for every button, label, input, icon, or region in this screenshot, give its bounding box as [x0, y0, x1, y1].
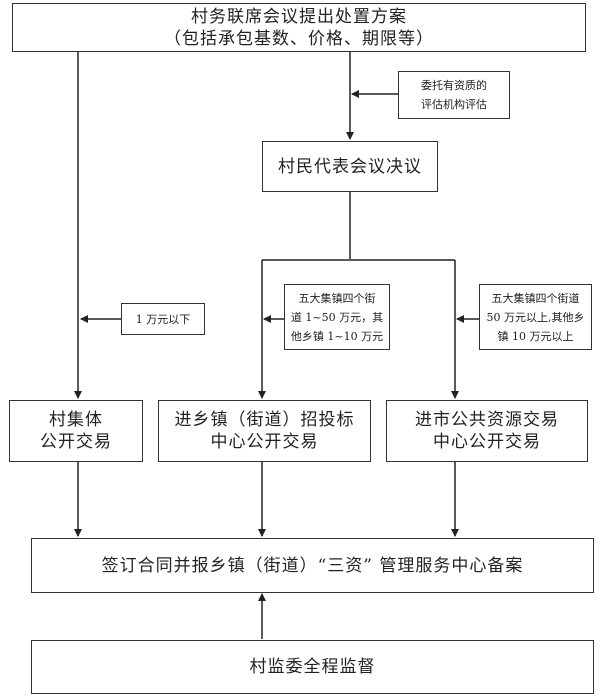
supervision-box: 村监委全程监督: [31, 640, 594, 694]
village-trade-line2: 公开交易: [40, 432, 112, 452]
city-trade-line1: 进市公共资源交易: [415, 410, 559, 430]
supervision-label: 村监委全程监督: [249, 657, 376, 677]
threshold-large-line1: 五大集镇四个街道: [491, 291, 580, 305]
threshold-mid-line1: 五大集镇四个街: [298, 291, 376, 305]
threshold-small-box: 1 万元以下: [121, 303, 205, 335]
proposal-line2: （包括承包基数、价格、期限等）: [164, 28, 434, 49]
villager-vote-box: 村民代表会议决议: [262, 141, 438, 192]
proposal-line1: 村务联席会议提出处置方案: [191, 6, 407, 27]
threshold-mid-line2: 道 1~50 万元，其: [290, 310, 384, 324]
threshold-mid-box: 五大集镇四个街 道 1~50 万元，其 他乡镇 1~10 万元: [284, 284, 390, 350]
assessment-line2: 评估机构评估: [421, 98, 487, 111]
threshold-large-line3: 镇 10 万元以上: [497, 329, 574, 343]
town-trade-box: 进乡镇（街道）招投标 中心公开交易: [158, 400, 371, 462]
village-trade-line1: 村集体: [49, 410, 103, 430]
town-trade-line1: 进乡镇（街道）招投标: [174, 410, 355, 430]
villager-vote-label: 村民代表会议决议: [278, 156, 422, 177]
proposal-box: 村务联席会议提出处置方案 （包括承包基数、价格、期限等）: [12, 3, 586, 52]
contract-box: 签订合同并报乡镇（街道）“三资” 管理服务中心备案: [31, 538, 594, 593]
city-trade-line2: 中心公开交易: [433, 432, 541, 452]
city-trade-box: 进市公共资源交易 中心公开交易: [386, 400, 588, 462]
threshold-large-line2: 50 万元以上,其他乡: [486, 310, 585, 324]
threshold-large-box: 五大集镇四个街道 50 万元以上,其他乡 镇 10 万元以上: [479, 284, 592, 350]
assessment-box: 委托有资质的 评估机构评估: [398, 71, 510, 119]
town-trade-line2: 中心公开交易: [210, 432, 319, 452]
threshold-mid-line3: 他乡镇 1~10 万元: [290, 329, 384, 343]
assessment-line1: 委托有资质的: [421, 79, 487, 92]
contract-label: 签订合同并报乡镇（街道）“三资” 管理服务中心备案: [101, 555, 524, 576]
village-trade-box: 村集体 公开交易: [9, 400, 143, 462]
threshold-small-label: 1 万元以下: [135, 312, 191, 326]
